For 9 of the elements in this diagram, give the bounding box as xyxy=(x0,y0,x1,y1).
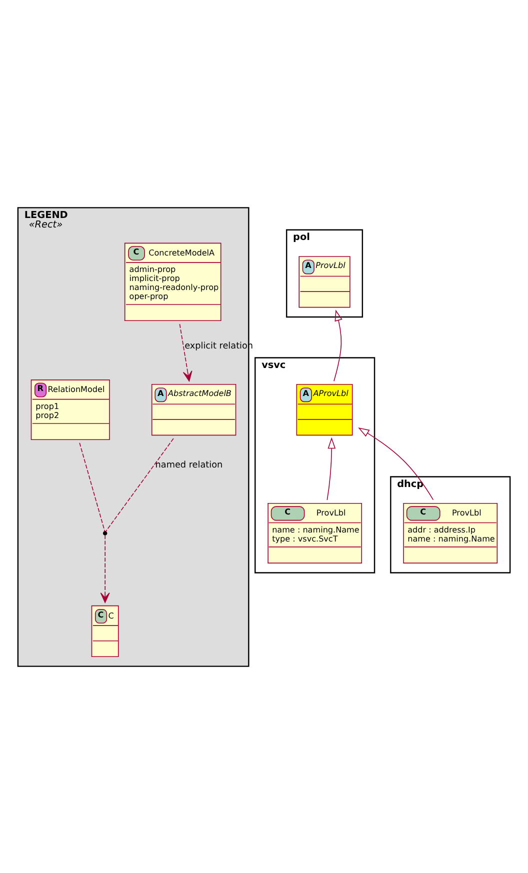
node-dot xyxy=(102,530,108,535)
arrow xyxy=(179,323,192,381)
edge-label: named relation xyxy=(155,460,223,470)
arrow xyxy=(326,436,336,500)
arrow xyxy=(358,427,434,500)
arrow xyxy=(100,534,110,602)
connector xyxy=(79,442,106,532)
arrow xyxy=(334,309,342,382)
connector xyxy=(105,438,174,532)
